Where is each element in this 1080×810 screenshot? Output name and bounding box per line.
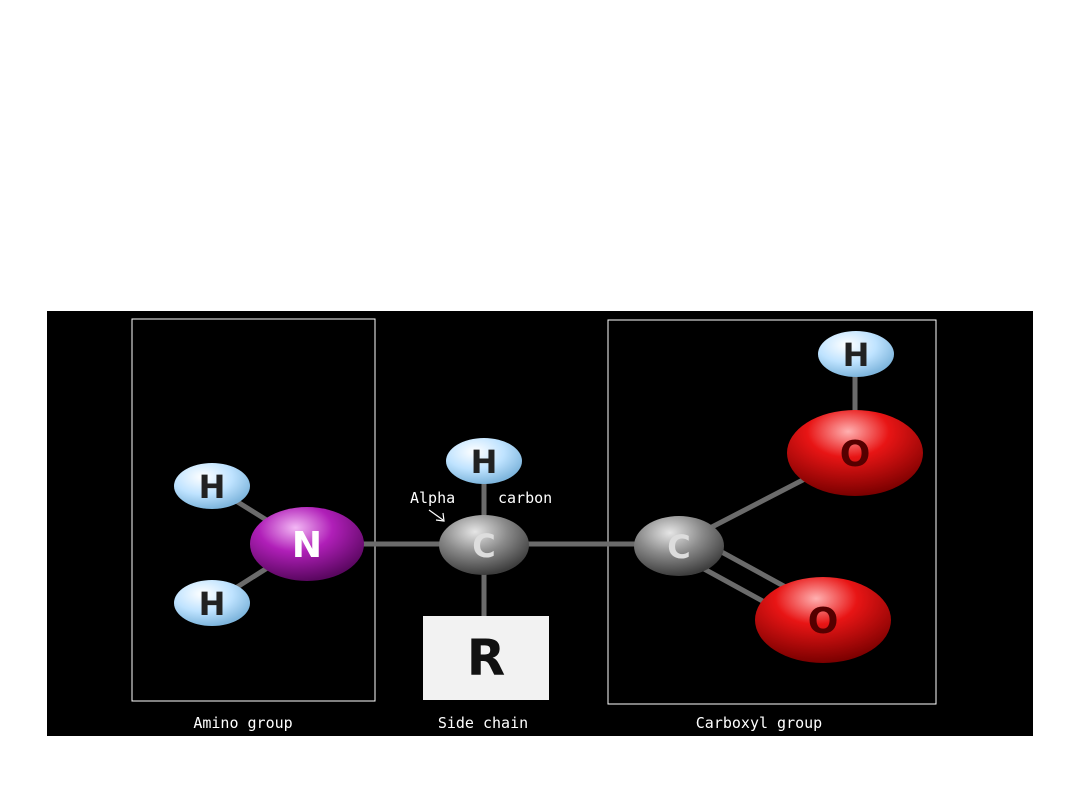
alpha-carbon-annotation-word2: carbon	[498, 489, 552, 507]
oxygen-hydroxyl-label: O	[840, 434, 871, 475]
hydrogen-amino-bottom-label: H	[199, 585, 226, 623]
hydrogen-atom-amino-bottom	[174, 580, 250, 626]
carboxyl-group-label: Carboxyl group	[696, 714, 822, 732]
side-chain-label: Side chain	[438, 714, 528, 732]
oxygen-atom-carbonyl	[755, 577, 891, 663]
alpha-carbon-atom	[439, 515, 529, 575]
arrow-icon	[428, 509, 445, 522]
nitrogen-atom	[250, 507, 364, 581]
amino-acid-diagram: R H H N H C C H O O Alpha carbon	[47, 311, 1033, 736]
side-chain-box	[423, 616, 549, 700]
hydrogen-atom-hydroxyl	[818, 331, 894, 377]
alpha-carbon-annotation-word1: Alpha	[410, 489, 455, 507]
carboxyl-group-frame	[607, 319, 937, 705]
hydrogen-alpha-label: H	[471, 443, 498, 481]
hydrogen-hydroxyl-label: H	[843, 336, 870, 374]
hydrogen-atom-alpha	[446, 438, 522, 484]
hydrogen-amino-top-label: H	[199, 468, 226, 506]
oxygen-atom-hydroxyl	[787, 410, 923, 496]
nitrogen-label: N	[292, 525, 322, 566]
amino-group-label: Amino group	[193, 714, 292, 732]
hydrogen-atom-amino-top	[174, 463, 250, 509]
oxygen-carbonyl-label: O	[808, 601, 839, 642]
amino-acid-structure: R H H N H C C H O O Alpha carbon	[131, 318, 937, 732]
alpha-carbon-label: C	[472, 527, 495, 565]
carboxyl-carbon-label: C	[667, 528, 690, 566]
side-chain-r-label: R	[467, 629, 506, 687]
carboxyl-carbon-atom	[634, 516, 724, 576]
amino-group-frame	[131, 318, 376, 702]
